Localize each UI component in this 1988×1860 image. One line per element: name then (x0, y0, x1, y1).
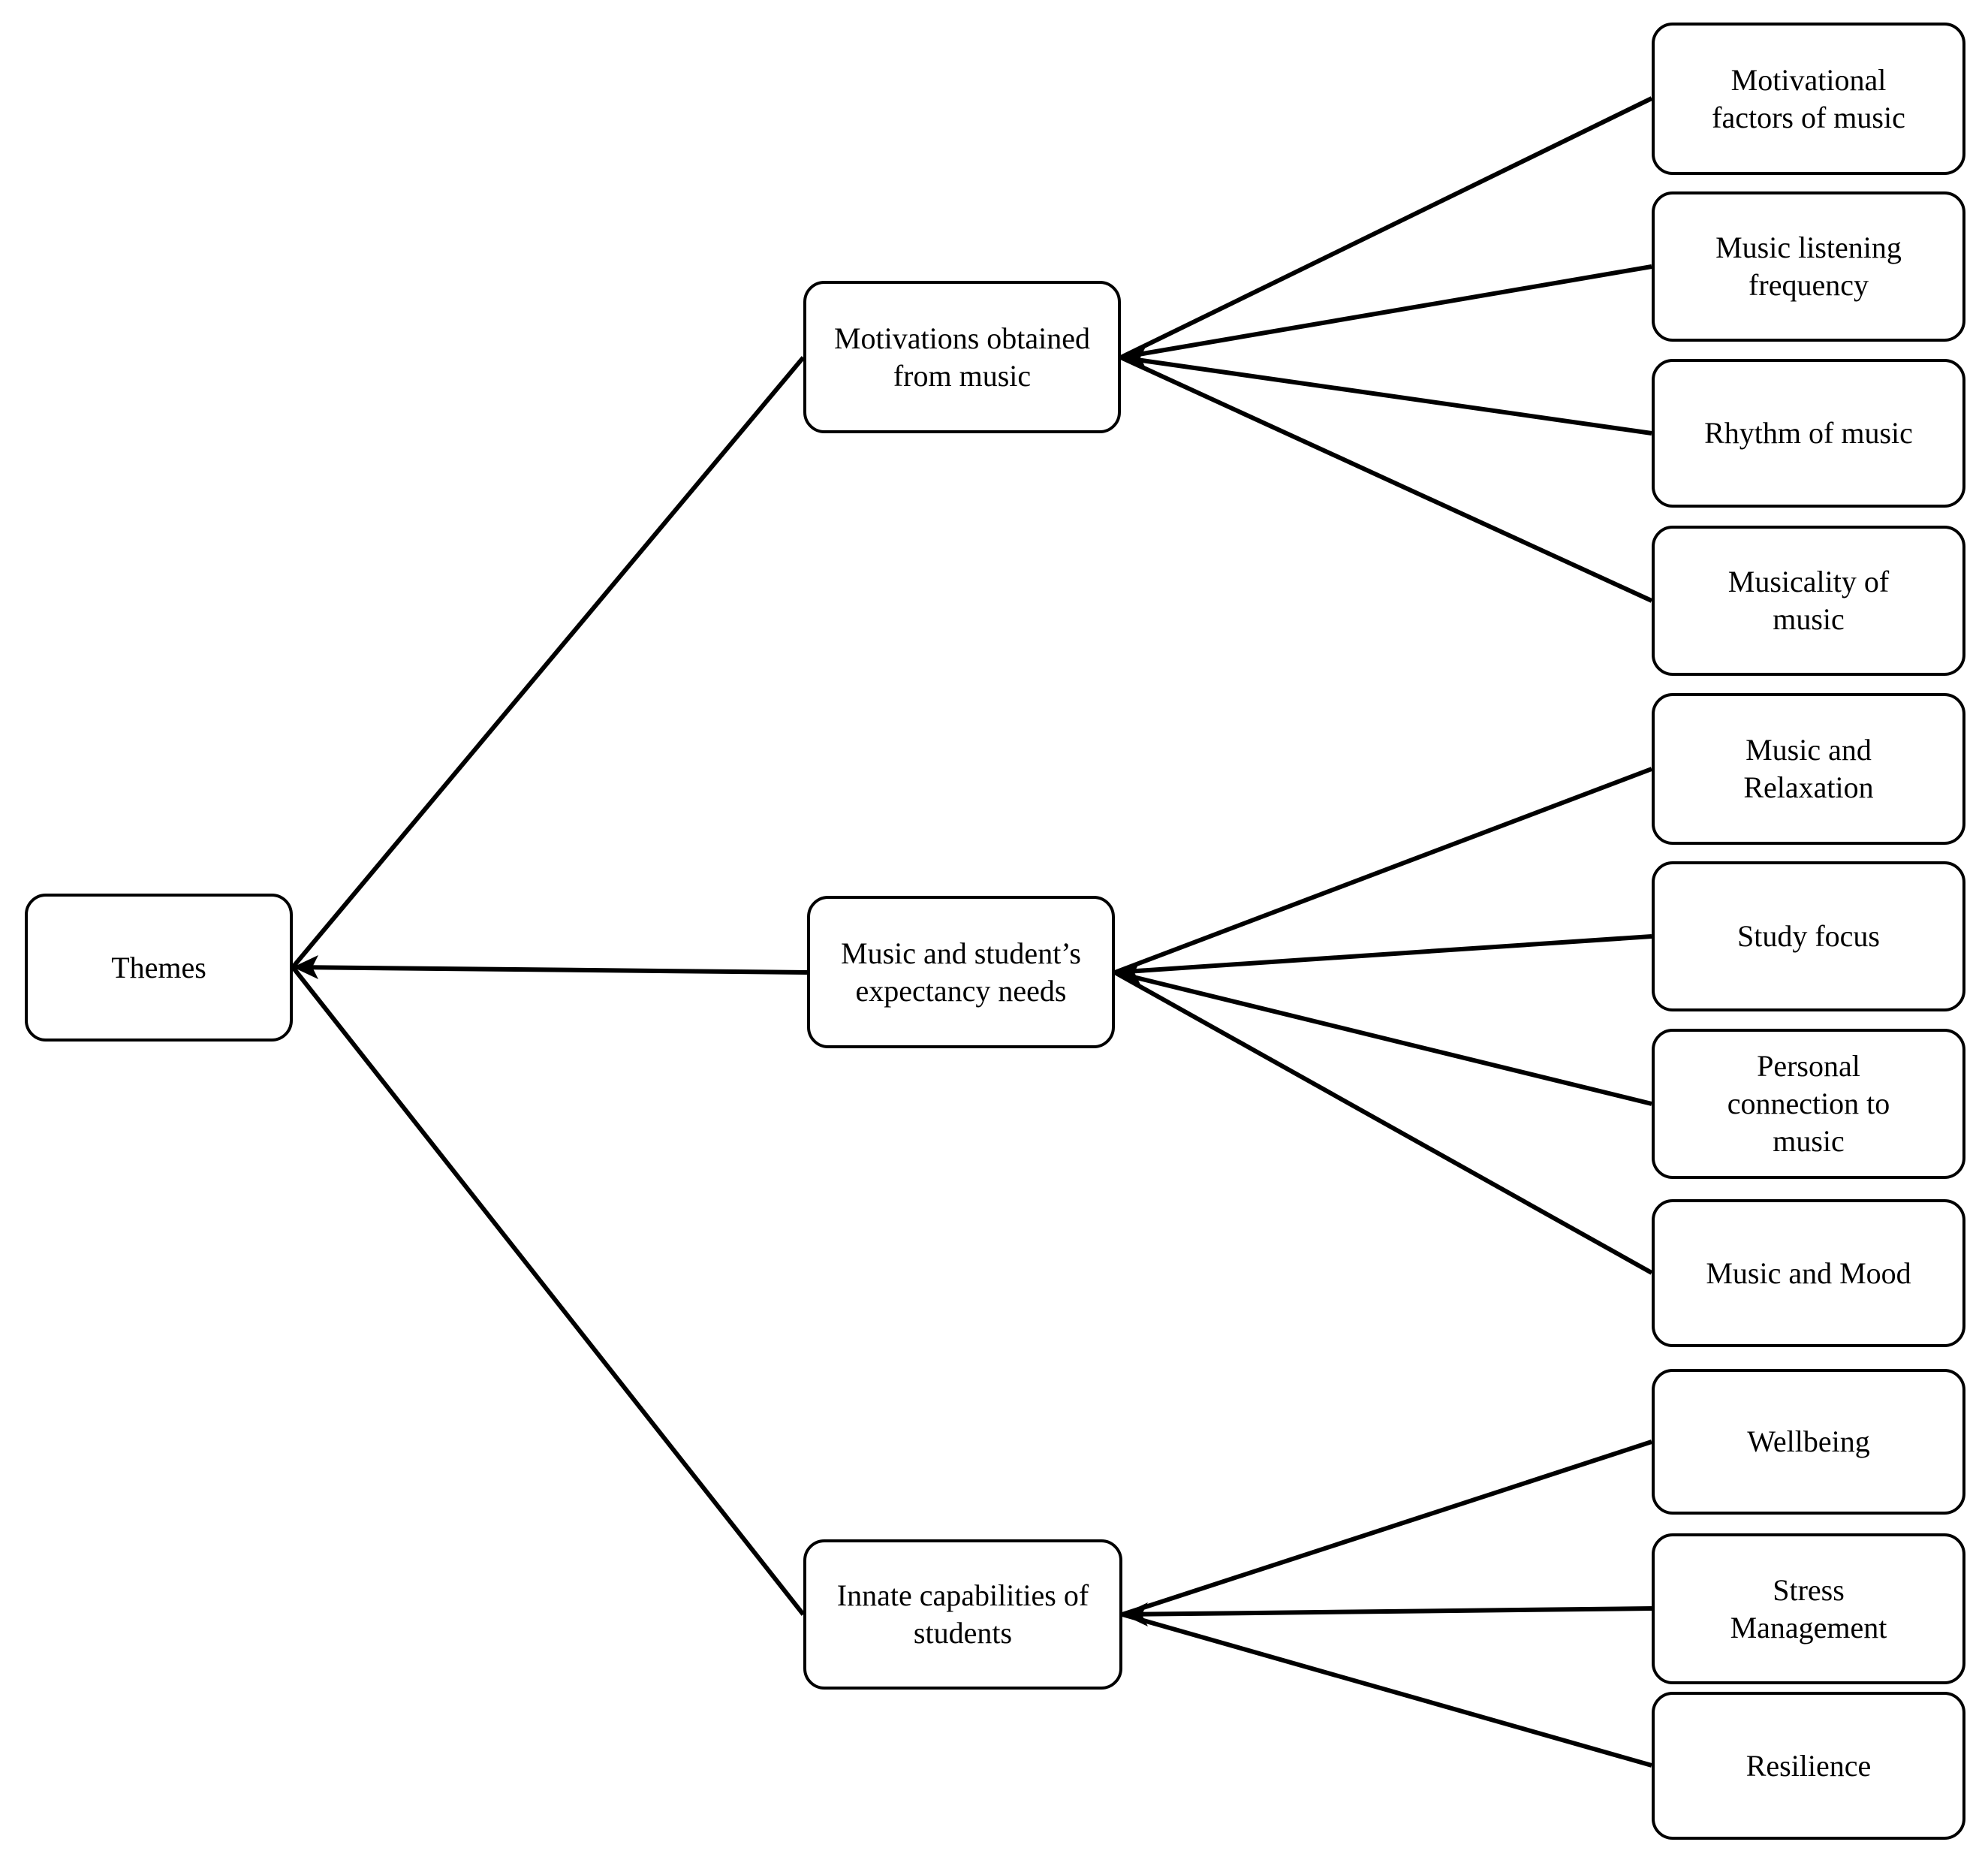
edge-expectancy-relaxation (1113, 767, 1653, 975)
edge-motivations-motivational-factors (1119, 96, 1653, 360)
edge-motivations-musicality (1119, 355, 1653, 603)
edge-themes-motivations (291, 356, 806, 969)
arrowhead-themes (293, 955, 318, 979)
node-themes: Themes (25, 894, 293, 1042)
edge-themes-expectancy (292, 965, 808, 975)
node-study-focus: Study focus (1652, 861, 1965, 1011)
node-music-and-relaxation: Music and Relaxation (1652, 693, 1965, 845)
node-rhythm-of-music: Rhythm of music (1652, 359, 1965, 508)
edge-motivations-listening-frequency (1120, 264, 1652, 360)
arrowhead-expectancy (1115, 960, 1140, 984)
edge-expectancy-personal-connection (1114, 970, 1652, 1106)
arrowhead-innate (1122, 1602, 1148, 1626)
arrowhead-motivations (1121, 345, 1146, 369)
edge-expectancy-mood (1113, 970, 1653, 1275)
node-personal-connection-to-music: Personal connection to music (1652, 1029, 1965, 1179)
node-music-listening-frequency: Music listening frequency (1652, 191, 1965, 342)
edge-themes-innate (291, 966, 806, 1616)
edge-innate-resilience (1122, 1612, 1652, 1768)
edge-innate-wellbeing (1122, 1439, 1652, 1617)
node-motivational-factors-of-music: Motivational factors of music (1652, 23, 1965, 175)
node-wellbeing: Wellbeing (1652, 1369, 1965, 1515)
node-motivations-obtained-from-music: Motivations obtained from music (803, 281, 1121, 433)
node-musicality-of-music: Musicality of music (1652, 526, 1965, 676)
edge-motivations-rhythm (1120, 355, 1652, 436)
node-innate-capabilities-of-students: Innate capabilities of students (803, 1539, 1122, 1690)
edge-innate-stress-management (1122, 1606, 1652, 1617)
edge-expectancy-study-focus (1114, 934, 1652, 975)
node-music-and-students-expectancy-needs: Music and student’s expectancy needs (807, 896, 1115, 1048)
node-music-and-mood: Music and Mood (1652, 1199, 1965, 1347)
node-stress-management: Stress Management (1652, 1533, 1965, 1684)
node-resilience: Resilience (1652, 1692, 1965, 1840)
